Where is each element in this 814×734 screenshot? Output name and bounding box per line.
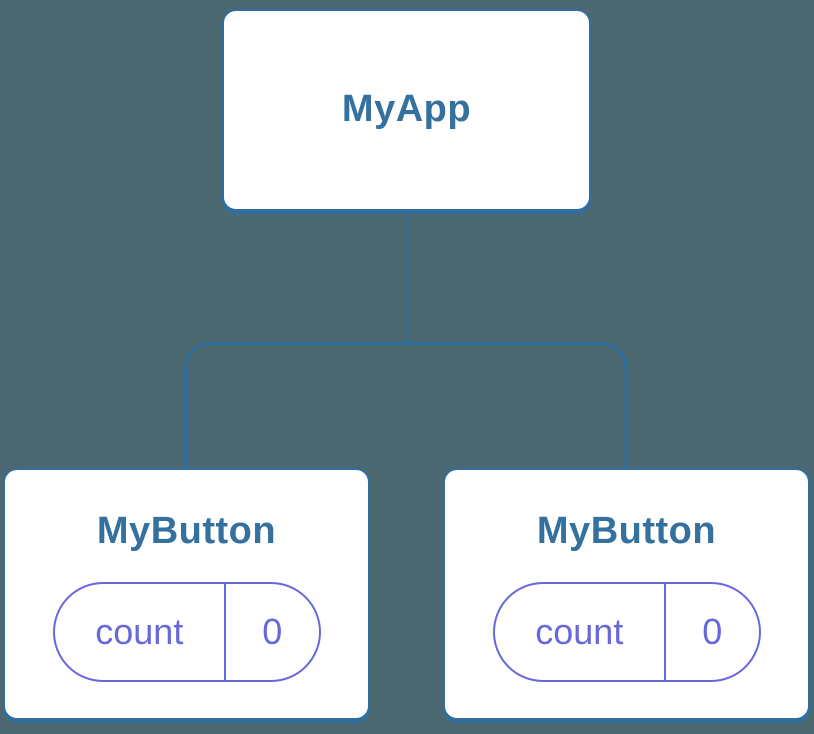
node-label: MyApp (341, 88, 472, 131)
node-label: MyButton (536, 510, 717, 552)
state-name: count (495, 583, 667, 680)
connector-branches (184, 342, 628, 469)
state-pill: count 0 (492, 581, 761, 682)
state-value: 0 (702, 610, 723, 652)
component-node-mybutton-right: MyButton count 0 (443, 468, 810, 720)
state-name: count (55, 583, 227, 680)
component-node-myapp: MyApp (222, 9, 591, 211)
state-value: 0 (262, 610, 283, 652)
node-label: MyButton (96, 510, 277, 552)
state-pill: count 0 (52, 581, 321, 682)
component-node-mybutton-left: MyButton count 0 (3, 468, 370, 720)
